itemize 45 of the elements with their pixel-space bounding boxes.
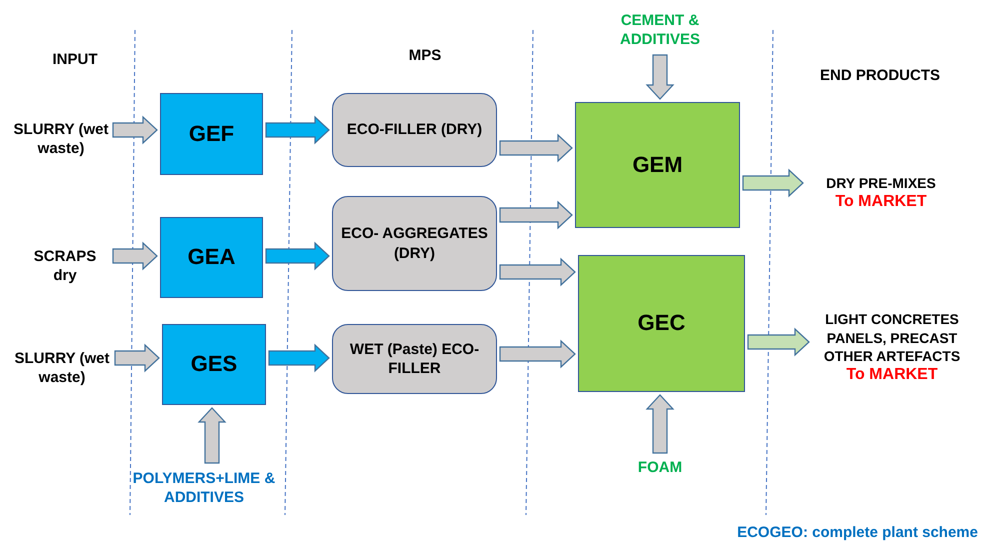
column-heading: END PRODUCTS (820, 66, 940, 86)
column-heading: INPUT (52, 50, 98, 70)
process-box (162, 324, 266, 405)
block-arrow (112, 116, 158, 144)
block-arrow (114, 344, 160, 372)
market-label: To MARKET (846, 364, 938, 385)
block-arrow (112, 242, 158, 270)
box-label: GEF (188, 120, 234, 148)
block-arrow (268, 344, 330, 372)
box-label: GES (190, 350, 238, 378)
material-box (332, 324, 497, 394)
process-box (578, 255, 745, 392)
box-label: WET (Paste) ECO-FILLER (348, 340, 480, 378)
block-arrow (499, 200, 573, 230)
box-label: GEM (632, 150, 683, 179)
box-label: GEA (188, 243, 236, 272)
block-arrow (747, 328, 810, 356)
box-label: ECO-FILLER (DRY) (346, 120, 482, 140)
product-label: DRY PRE-MIXES (826, 174, 936, 192)
block-arrow (499, 134, 573, 162)
additive-label: CEMENT & ADDITIVES (618, 10, 701, 50)
process-box (160, 217, 263, 298)
block-arrow (198, 407, 226, 464)
block-arrow (646, 394, 674, 454)
material-box (332, 93, 497, 167)
input-label: SCRAPS dry (32, 246, 98, 286)
product-label: LIGHT CONCRETES PANELS, PRECAST OTHER ARTEFACTS (822, 310, 962, 365)
input-label: SLURRY (wet waste) (12, 120, 110, 158)
material-box (332, 196, 497, 291)
additive-label: POLYMERS+LIME & ADDITIVES (132, 468, 276, 508)
process-box (575, 102, 740, 228)
block-arrow (742, 168, 804, 198)
block-arrow (499, 340, 576, 368)
block-arrow (265, 116, 330, 144)
block-arrow (646, 54, 674, 100)
block-arrow (499, 258, 576, 286)
process-box (160, 93, 263, 175)
additive-label: FOAM (638, 458, 682, 478)
caption: ECOGEO: complete plant scheme (737, 523, 978, 543)
input-label: SLURRY (wet waste) (13, 348, 110, 388)
column-heading: MPS (408, 46, 442, 66)
box-label: ECO- AGGREGATES (DRY) (340, 224, 489, 263)
market-label: To MARKET (835, 192, 927, 212)
block-arrow (265, 242, 330, 270)
box-label: GEC (638, 309, 686, 338)
